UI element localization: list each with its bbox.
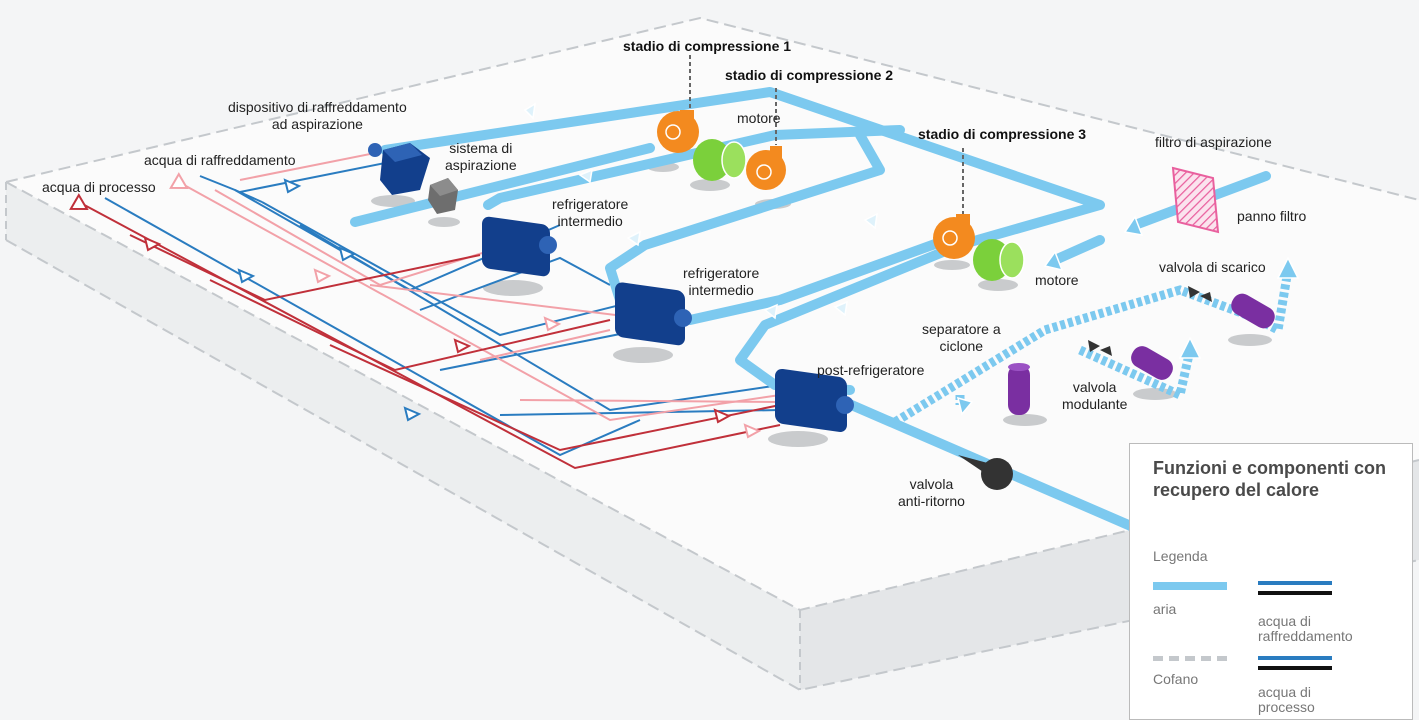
compressor-stage-1 (657, 110, 699, 153)
compressor-stage-3 (933, 214, 975, 259)
label-stage-1: stadio di compressione 1 (623, 38, 792, 54)
label-intake-system: sistema di aspirazione (445, 140, 517, 173)
check-valve (958, 455, 1013, 490)
stage-leader-lines (689, 55, 964, 214)
label-intake-filter: filtro di aspirazione (1155, 134, 1272, 150)
label-check-valve: valvola anti-ritorno (898, 476, 965, 509)
intake-system-box (428, 178, 458, 214)
legend-panel: Funzioni e componenti con recupero del c… (1129, 443, 1413, 720)
label-filter-cloth: panno filtro (1237, 208, 1307, 224)
cyclone-separator (1008, 363, 1030, 415)
motor-1 (693, 139, 747, 181)
suction-cooling-device (368, 143, 430, 195)
aftercooler-unit (775, 368, 854, 432)
label-stage-3: stadio di compressione 3 (918, 126, 1087, 142)
blow-off-valve (1188, 286, 1275, 329)
legend-swatch-hood (1153, 656, 1227, 661)
label-motor-1: motore (737, 110, 781, 126)
label-intercooler-2: refrigeratore intermedio (683, 265, 760, 298)
legend-swatch-cooling-water-2 (1258, 591, 1332, 595)
legend-subtitle: Legenda (1153, 548, 1208, 564)
legend-swatch-air (1153, 582, 1227, 590)
water-flow-arrows (69, 172, 762, 439)
air-pipes (350, 87, 1271, 535)
intercooler-1 (482, 216, 557, 277)
legend-label-process-water: acqua di processo (1258, 684, 1315, 715)
label-blow-off-valve: valvola di scarico (1159, 259, 1266, 275)
legend-swatch-process-water (1258, 656, 1332, 660)
label-aftercooler: post-refrigeratore (817, 362, 925, 378)
intercooler-2 (615, 282, 692, 346)
legend-label-cooling-water: acqua di raffreddamento (1258, 613, 1353, 644)
label-modulating-valve: valvola modulante (1062, 379, 1128, 412)
motor-2 (973, 239, 1025, 281)
legend-label-air: aria (1153, 601, 1177, 617)
legend-swatch-cooling-water (1258, 581, 1332, 585)
modulating-valve (1088, 340, 1173, 380)
legend-title: Funzioni e componenti con recupero del c… (1153, 458, 1386, 500)
hood-plate (5, 16, 1419, 692)
legend-label-hood: Cofano (1153, 671, 1199, 687)
label-cyclone-separator: separatore a ciclone (922, 321, 1001, 354)
component-shadows (371, 162, 1272, 447)
intake-filter (1171, 166, 1220, 234)
label-intercooler-1: refrigeratore intermedio (552, 196, 629, 229)
label-cooling-water: acqua di raffreddamento (144, 152, 296, 168)
label-process-water: acqua di processo (42, 179, 156, 195)
compressor-stage-2 (746, 146, 786, 190)
legend-swatch-process-water-2 (1258, 666, 1332, 670)
label-suction-cooling-device: dispositivo di raffreddamento ad aspiraz… (228, 99, 407, 132)
label-stage-2: stadio di compressione 2 (725, 67, 894, 83)
process-water-lines (74, 199, 781, 470)
label-motor-2: motore (1035, 272, 1079, 288)
